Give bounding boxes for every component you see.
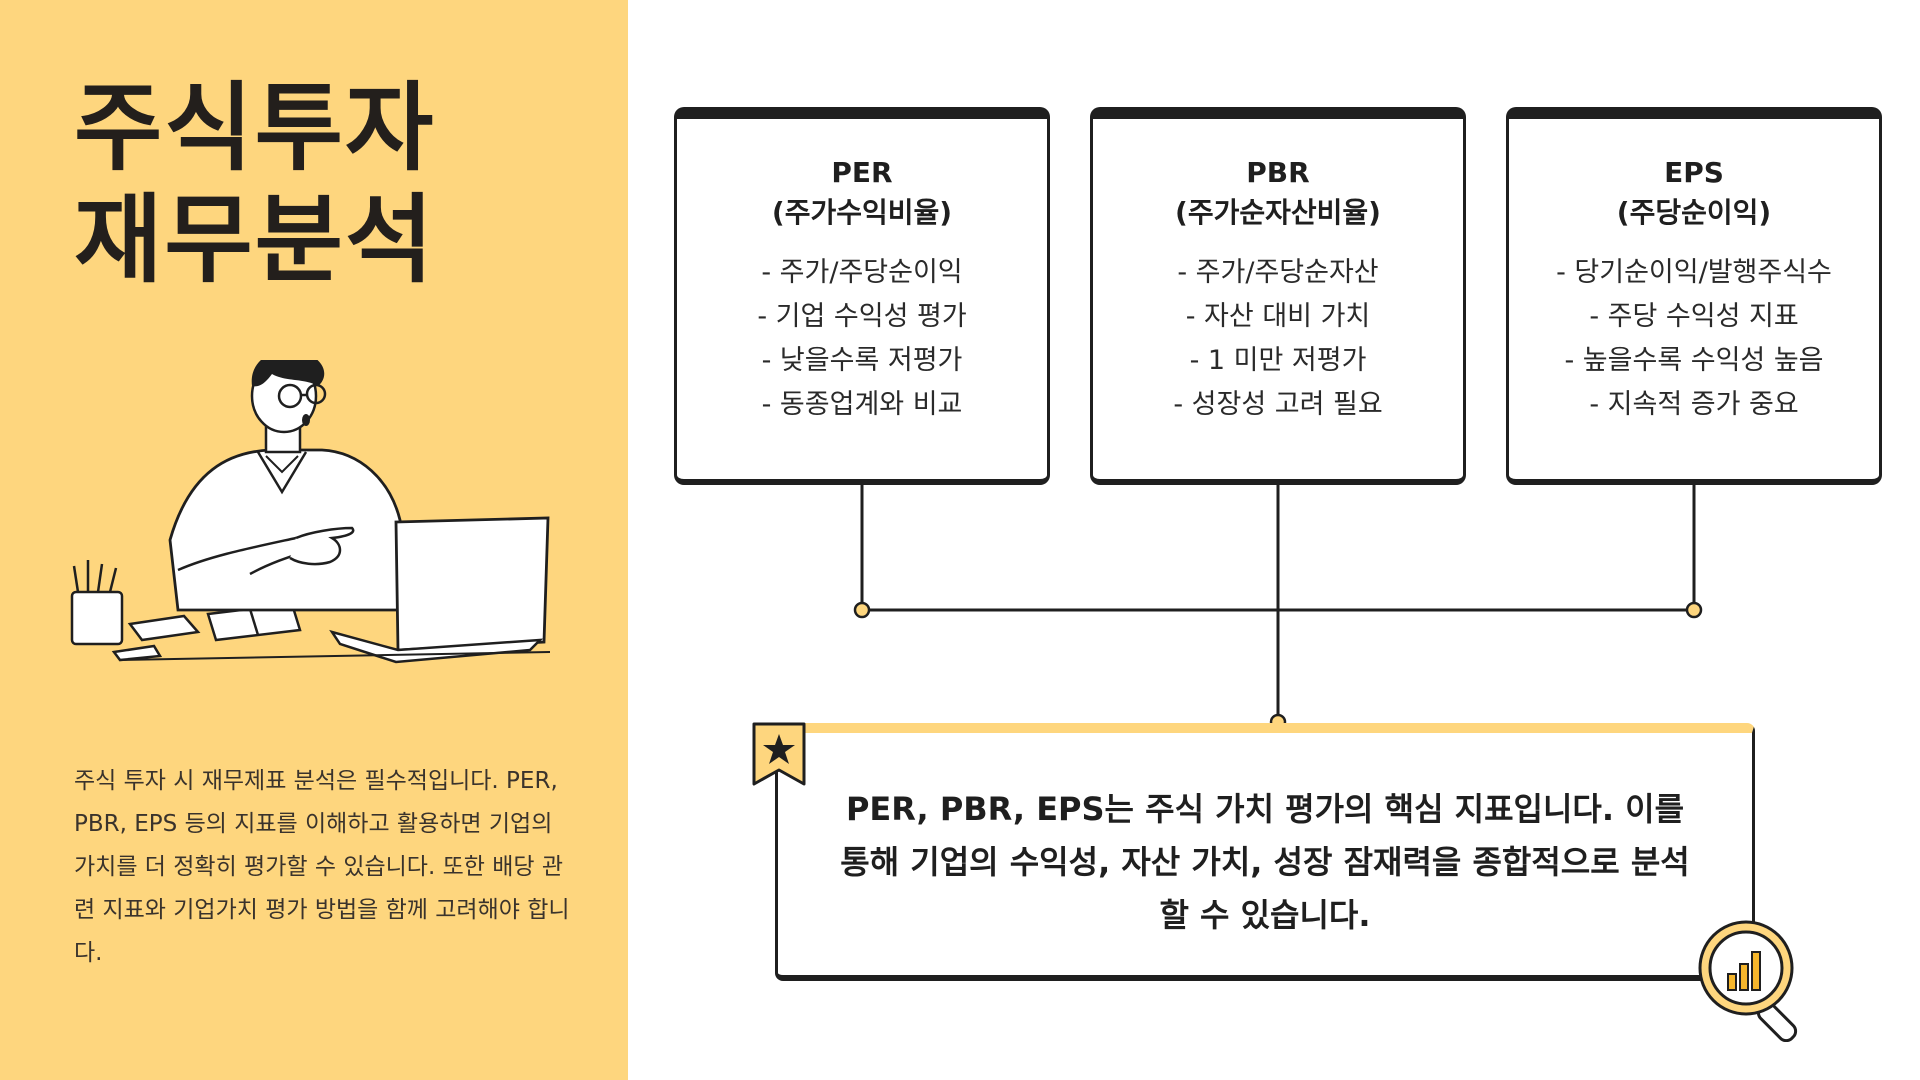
- list-item: - 지속적 증가 중요: [1589, 389, 1799, 420]
- connector-dot-per: [853, 601, 871, 619]
- intro-paragraph: 주식 투자 시 재무제표 분석은 필수적입니다. PER, PBR, EPS 등…: [74, 768, 570, 966]
- man-with-laptop-illustration: [70, 360, 551, 664]
- card-list: - 주가/주당순자산 - 자산 대비 가치 - 1 미만 저평가 - 성장성 고…: [1093, 251, 1463, 427]
- summary-box: PER, PBR, EPS는 주식 가치 평가의 핵심 지표입니다. 이를 통해…: [775, 723, 1755, 981]
- summary-text: PER, PBR, EPS는 주식 가치 평가의 핵심 지표입니다. 이를 통해…: [840, 790, 1690, 934]
- page-title: 주식투자 재무분석: [74, 72, 435, 296]
- card-eps: EPS (주당순이익) - 당기순이익/발행주식수 - 주당 수익성 지표 - …: [1506, 107, 1882, 485]
- card-subtitle: (주당순이익): [1616, 196, 1772, 229]
- list-item: - 1 미만 저평가: [1189, 345, 1367, 376]
- connector-dot-eps: [1685, 601, 1703, 619]
- list-item: - 기업 수익성 평가: [757, 301, 967, 332]
- list-item: - 주가/주당순자산: [1177, 257, 1379, 288]
- list-item: - 자산 대비 가치: [1185, 301, 1371, 332]
- left-panel: 주식투자 재무분석: [0, 0, 628, 1080]
- card-list: - 당기순이익/발행주식수 - 주당 수익성 지표 - 높을수록 수익성 높음 …: [1509, 251, 1879, 427]
- list-item: - 높을수록 수익성 높음: [1564, 345, 1824, 376]
- card-subtitle: (주가수익비율): [771, 196, 953, 229]
- list-item: - 주당 수익성 지표: [1589, 301, 1799, 332]
- card-per: PER (주가수익비율) - 주가/주당순이익 - 기업 수익성 평가 - 낮을…: [674, 107, 1050, 485]
- list-item: - 동종업계와 비교: [761, 389, 963, 420]
- card-title: PBR: [1246, 156, 1310, 189]
- card-list: - 주가/주당순이익 - 기업 수익성 평가 - 낮을수록 저평가 - 동종업계…: [677, 251, 1047, 427]
- card-title: PER: [831, 156, 893, 189]
- card-subtitle: (주가순자산비율): [1175, 196, 1381, 229]
- title-line-1: 주식투자: [74, 72, 436, 184]
- list-item: - 당기순이익/발행주식수: [1556, 257, 1832, 288]
- card-pbr: PBR (주가순자산비율) - 주가/주당순자산 - 자산 대비 가치 - 1 …: [1090, 107, 1466, 485]
- list-item: - 성장성 고려 필요: [1173, 389, 1383, 420]
- card-title: EPS: [1664, 156, 1724, 189]
- magnifier-chart-icon: [1698, 920, 1798, 1042]
- list-item: - 낮을수록 저평가: [761, 345, 963, 376]
- title-line-2: 재무분석: [74, 184, 436, 296]
- star-icon: [752, 722, 806, 786]
- list-item: - 주가/주당순이익: [761, 257, 963, 288]
